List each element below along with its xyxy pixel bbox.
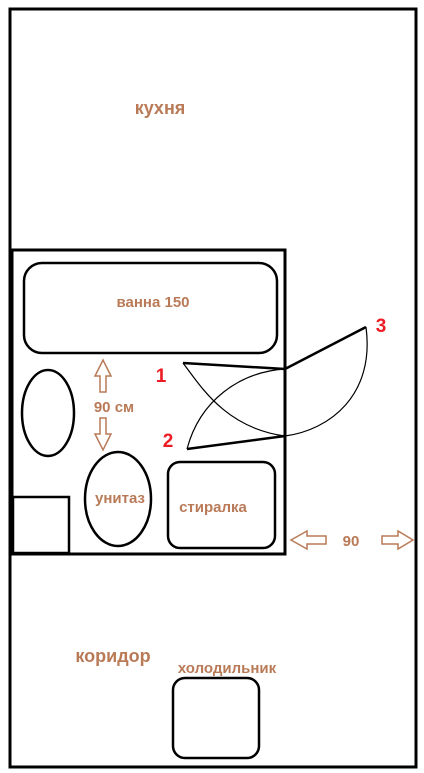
toilet xyxy=(83,450,153,548)
sink xyxy=(20,368,76,458)
horizontal-dimension-label: 90 xyxy=(343,533,360,550)
arrow-up-icon xyxy=(93,358,113,393)
washer xyxy=(166,460,277,550)
cabinet-box xyxy=(11,495,71,555)
door-swing-arc-1 xyxy=(182,362,286,437)
door-leaf-1 xyxy=(182,361,286,371)
door-swing-arc-3 xyxy=(284,326,368,437)
door-leaf-2 xyxy=(186,434,286,451)
bathtub xyxy=(22,261,279,355)
door-point-1: 1 xyxy=(156,366,167,387)
toilet-label: унитаз xyxy=(95,490,145,507)
outer-wall xyxy=(8,7,418,769)
bathtub-label: ванна 150 xyxy=(116,294,189,311)
corridor-label: коридор xyxy=(75,646,150,666)
door-point-3: 3 xyxy=(376,316,387,337)
arrow-right-icon xyxy=(381,529,415,551)
arrow-down-icon xyxy=(93,417,113,452)
fridge xyxy=(171,676,261,760)
door-point-2: 2 xyxy=(163,431,174,452)
fridge-label: холодильник xyxy=(178,660,277,677)
door-swing-arc-2 xyxy=(186,368,286,450)
door-leaf-3 xyxy=(284,325,367,371)
kitchen-label: кухня xyxy=(135,98,186,118)
vertical-dimension-label: 90 см xyxy=(94,399,134,416)
arrow-left-icon xyxy=(289,529,327,551)
bathroom-wall xyxy=(10,248,287,556)
washer-label: стиралка xyxy=(179,499,247,516)
